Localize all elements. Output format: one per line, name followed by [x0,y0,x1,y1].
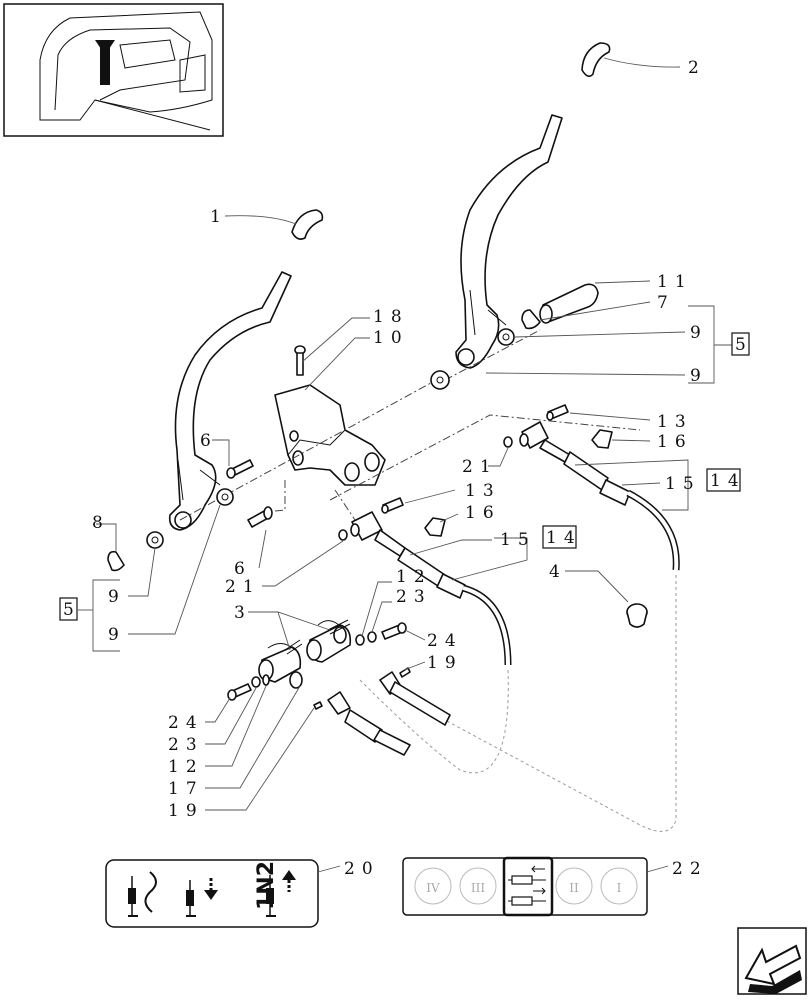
washer-23-lower [251,676,261,688]
washer-21-upper [503,436,513,448]
roman-iii: III [471,881,485,895]
callout-9-left-b: 9 [108,625,126,645]
part-1-knob [291,209,324,240]
bolt-6-lower [247,506,273,528]
lever-icon-c [266,875,276,917]
callout-4: 4 [549,562,567,582]
bracket-10 [274,384,386,486]
clip-16-upper [591,429,613,449]
callout-1: 1 [210,207,228,227]
pin-13-lower [381,497,404,514]
callout-20: 20 [344,859,380,879]
cable-upper [519,421,680,571]
left-lever [168,271,292,531]
callout-9-right-b: 9 [690,366,708,386]
clip-16-lower [424,517,446,537]
arrow-icon[interactable] [737,927,807,995]
callout-24-lower: 24 [168,713,204,733]
bolt-24-upper [381,622,407,640]
callout-21-upper: 21 [462,457,498,477]
part-2-knob [581,42,611,78]
washer-21-lower [338,529,348,541]
clevis-19-lower [313,691,411,756]
roman-i: I [617,881,622,895]
callout-8: 8 [92,513,110,533]
arrow-up-icon [282,870,296,892]
callout-15-lower: 15 [500,530,536,550]
callout-10: 10 [373,328,409,348]
callout-2: 2 [688,58,706,78]
clevis-19-upper [379,667,451,726]
bushing-9-left-b [146,531,164,549]
tractor-cab-thumbnail [3,3,224,137]
bolt-18 [294,345,306,376]
callout-5-left: 5 [63,600,74,620]
spring-pin-3 [284,619,351,655]
callout-6-lower: 6 [234,559,252,579]
clip-8 [107,550,125,572]
pin-11 [539,283,599,324]
bolt-6-upper [226,459,254,479]
bushing-9-right-a [497,328,515,346]
lever-icon-b [186,880,196,917]
callout-21-lower: 21 [225,577,261,597]
plug-4 [626,603,648,628]
callout-22: 22 [672,859,708,879]
bushing-9-left-a [216,488,234,506]
washer-12-upper [367,631,377,643]
bolt-24-lower [227,683,252,701]
callout-13-upper: 13 [657,412,693,432]
callout-18: 18 [373,307,409,327]
washer-12-lower [262,674,270,686]
washer-23-upper [355,634,365,646]
callout-9-right-a: 9 [690,323,708,343]
clip-7 [521,309,541,330]
callout-17: 17 [168,779,204,799]
callout-16-upper: 16 [657,432,693,452]
lever-icon-a [128,876,138,917]
callout-14-lower: 14 [546,528,582,548]
callout-19-lower: 19 [168,801,204,821]
callout-19-upper: 19 [427,653,463,673]
callout-3: 3 [234,603,252,623]
cable-symbols-icon [508,865,546,906]
callout-15-upper: 15 [665,474,701,494]
callout-23-upper: 23 [396,587,432,607]
roman-iv: IV [426,881,440,895]
callout-6-upper: 6 [200,431,218,451]
decal-22: IV III II I [402,856,648,917]
arrow-down-icon [204,878,218,900]
decal-20: 1N2 [105,859,319,928]
bushing-9-right-b [430,370,450,390]
callout-11: 11 [657,272,693,292]
cable-lower [350,511,512,666]
callout-16-lower: 16 [465,503,501,523]
callout-23-lower: 23 [168,735,204,755]
callout-12-upper: 12 [396,567,432,587]
callout-5-right: 5 [735,335,746,355]
roman-ii: II [569,881,579,895]
callout-12-lower: 12 [168,757,204,777]
linkage-lower [258,643,303,689]
callout-14-upper: 14 [710,471,746,491]
callout-24-upper: 24 [427,631,463,651]
pin-13-upper [546,404,569,421]
callout-7: 7 [657,293,675,313]
callout-9-left-a: 9 [108,587,126,607]
callout-13-lower: 13 [465,481,501,501]
